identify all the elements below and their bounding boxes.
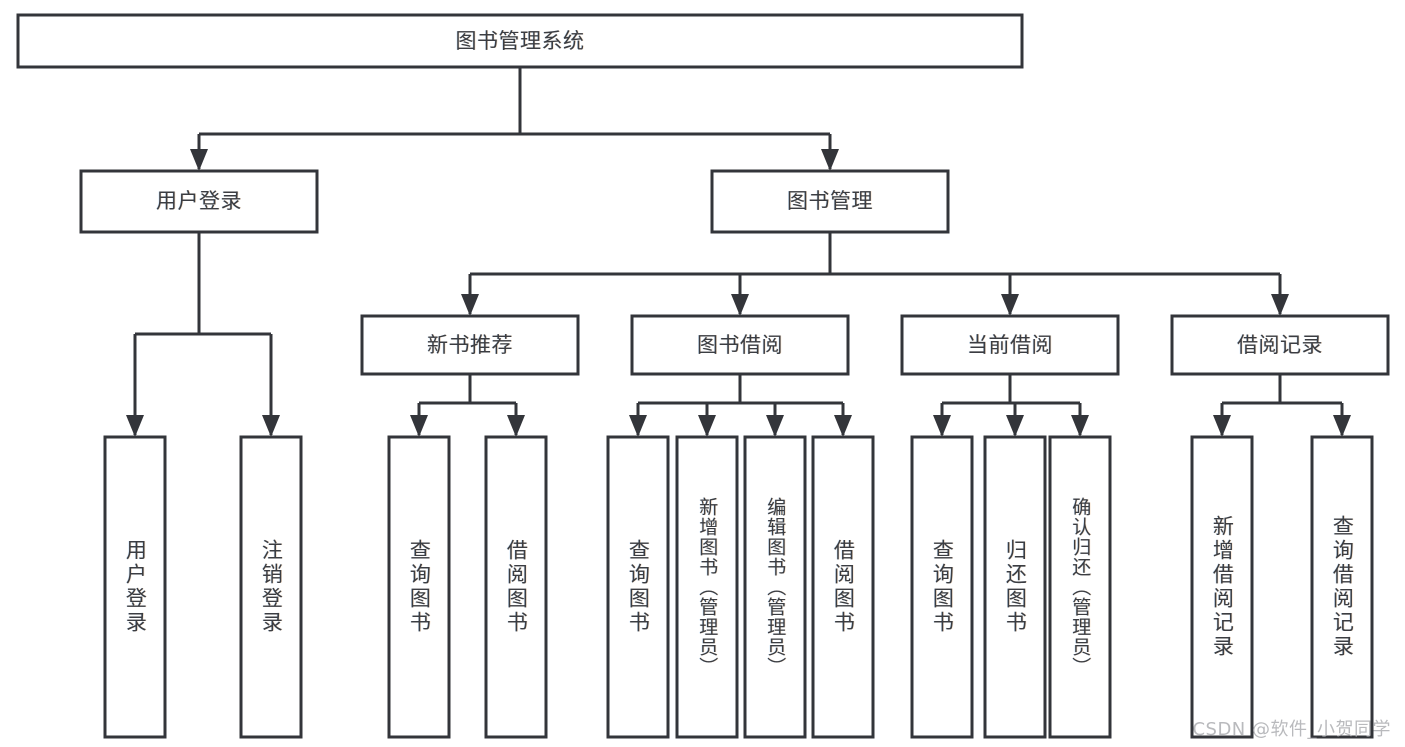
- arrow-head-icon: [1071, 415, 1089, 437]
- node-level3-3[interactable]: [900, 314, 1120, 376]
- node-level2-1[interactable]: [79, 169, 319, 234]
- arrow-head-icon: [834, 415, 852, 437]
- node-leaf-11[interactable]: [1048, 435, 1112, 739]
- arrow-head-icon: [1001, 294, 1019, 316]
- node-level3-4[interactable]: [1170, 314, 1390, 376]
- node-level2-2[interactable]: [710, 169, 950, 234]
- arrow-head-icon: [1006, 415, 1024, 437]
- arrow-head-icon: [410, 415, 428, 437]
- box-layer: [16, 13, 1390, 739]
- arrow-head-icon: [731, 294, 749, 316]
- node-level3-2[interactable]: [630, 314, 850, 376]
- arrow-head-icon: [262, 415, 280, 437]
- node-level3-1[interactable]: [360, 314, 580, 376]
- arrow-head-icon: [190, 149, 208, 171]
- node-leaf-5[interactable]: [606, 435, 670, 739]
- node-root[interactable]: [16, 13, 1024, 69]
- node-leaf-8[interactable]: [811, 435, 875, 739]
- node-leaf-2[interactable]: [239, 435, 303, 739]
- node-leaf-9[interactable]: [910, 435, 974, 739]
- node-leaf-4[interactable]: [484, 435, 548, 739]
- node-leaf-10[interactable]: [983, 435, 1047, 739]
- connector-layer: [126, 67, 1351, 437]
- arrow-head-icon: [766, 415, 784, 437]
- node-leaf-1[interactable]: [103, 435, 167, 739]
- arrow-head-icon: [821, 149, 839, 171]
- arrow-head-icon: [1271, 294, 1289, 316]
- node-leaf-7[interactable]: [743, 435, 807, 739]
- arrow-head-icon: [126, 415, 144, 437]
- arrow-head-icon: [1213, 415, 1231, 437]
- arrow-head-icon: [933, 415, 951, 437]
- node-leaf-3[interactable]: [387, 435, 451, 739]
- node-leaf-12[interactable]: [1190, 435, 1254, 739]
- arrow-head-icon: [461, 294, 479, 316]
- arrow-head-icon: [507, 415, 525, 437]
- arrow-head-icon: [698, 415, 716, 437]
- arrow-head-icon: [629, 415, 647, 437]
- node-leaf-13[interactable]: [1310, 435, 1374, 739]
- arrow-head-icon: [1333, 415, 1351, 437]
- node-leaf-6[interactable]: [675, 435, 739, 739]
